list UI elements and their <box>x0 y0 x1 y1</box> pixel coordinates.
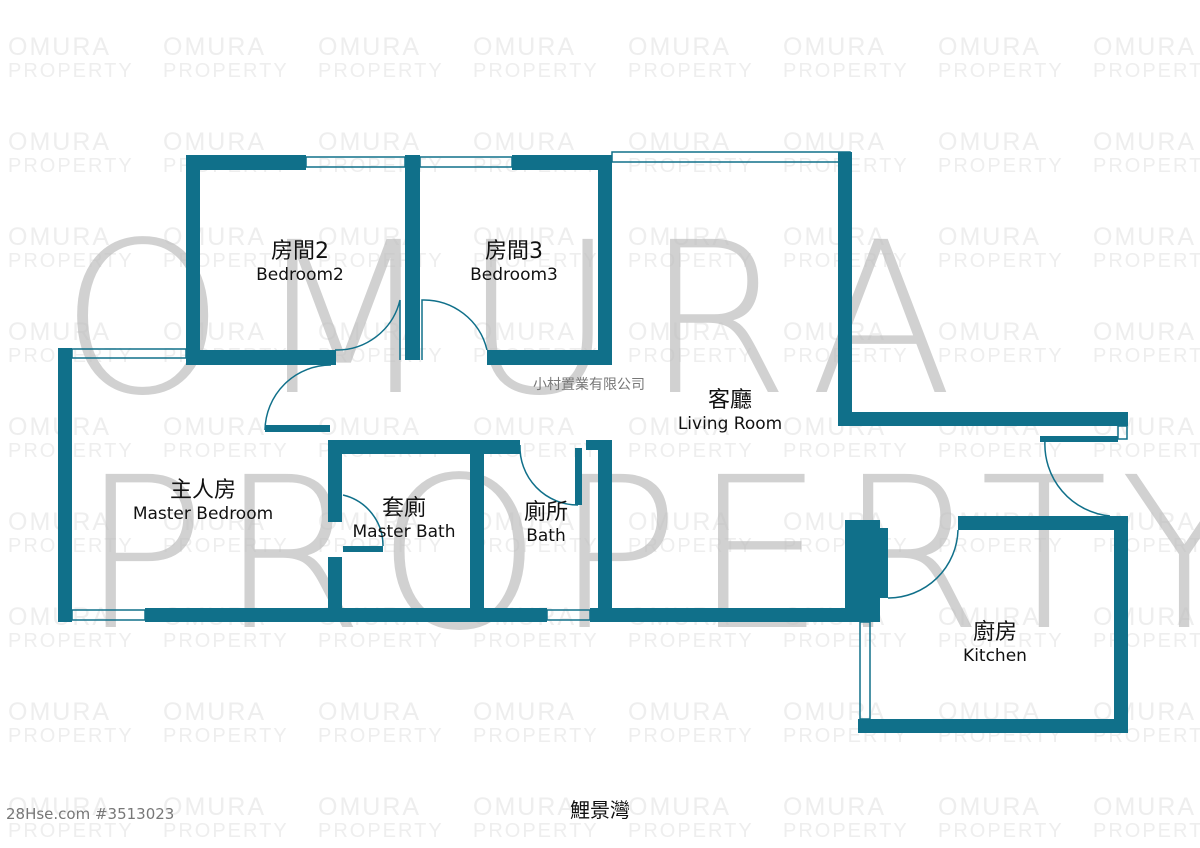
watermark-large-omura: OMURA <box>60 197 982 442</box>
room-label-en: Master Bath <box>352 522 456 542</box>
room-label-en: Bedroom3 <box>470 265 558 285</box>
room-label-zh: 套廁 <box>381 496 427 521</box>
room-label-zh: 房間3 <box>485 239 543 264</box>
estate-name: 鯉景灣 <box>570 798 630 822</box>
room-label-en: Kitchen <box>963 646 1027 666</box>
room-label-en: Master Bedroom <box>132 504 274 524</box>
room-label-en: Bath <box>526 526 566 546</box>
room-label-zh: 廁所 <box>523 500 569 525</box>
room-label-zh: 主人房 <box>169 478 237 503</box>
watermark-large-property: PROPERTY <box>80 432 1200 677</box>
listing-id: 28Hse.com #3513023 <box>6 805 175 823</box>
agency-name: 小村置業有限公司 <box>533 377 645 393</box>
walls <box>58 152 1128 733</box>
room-label-zh: 客廳 <box>707 388 753 413</box>
room-label-zh: 房間2 <box>271 239 329 264</box>
room-label-zh: 廚房 <box>972 620 1017 645</box>
windows-doors <box>71 151 1128 720</box>
room-label-en: Bedroom2 <box>256 265 344 285</box>
room-label-en: Living Room <box>677 414 783 434</box>
